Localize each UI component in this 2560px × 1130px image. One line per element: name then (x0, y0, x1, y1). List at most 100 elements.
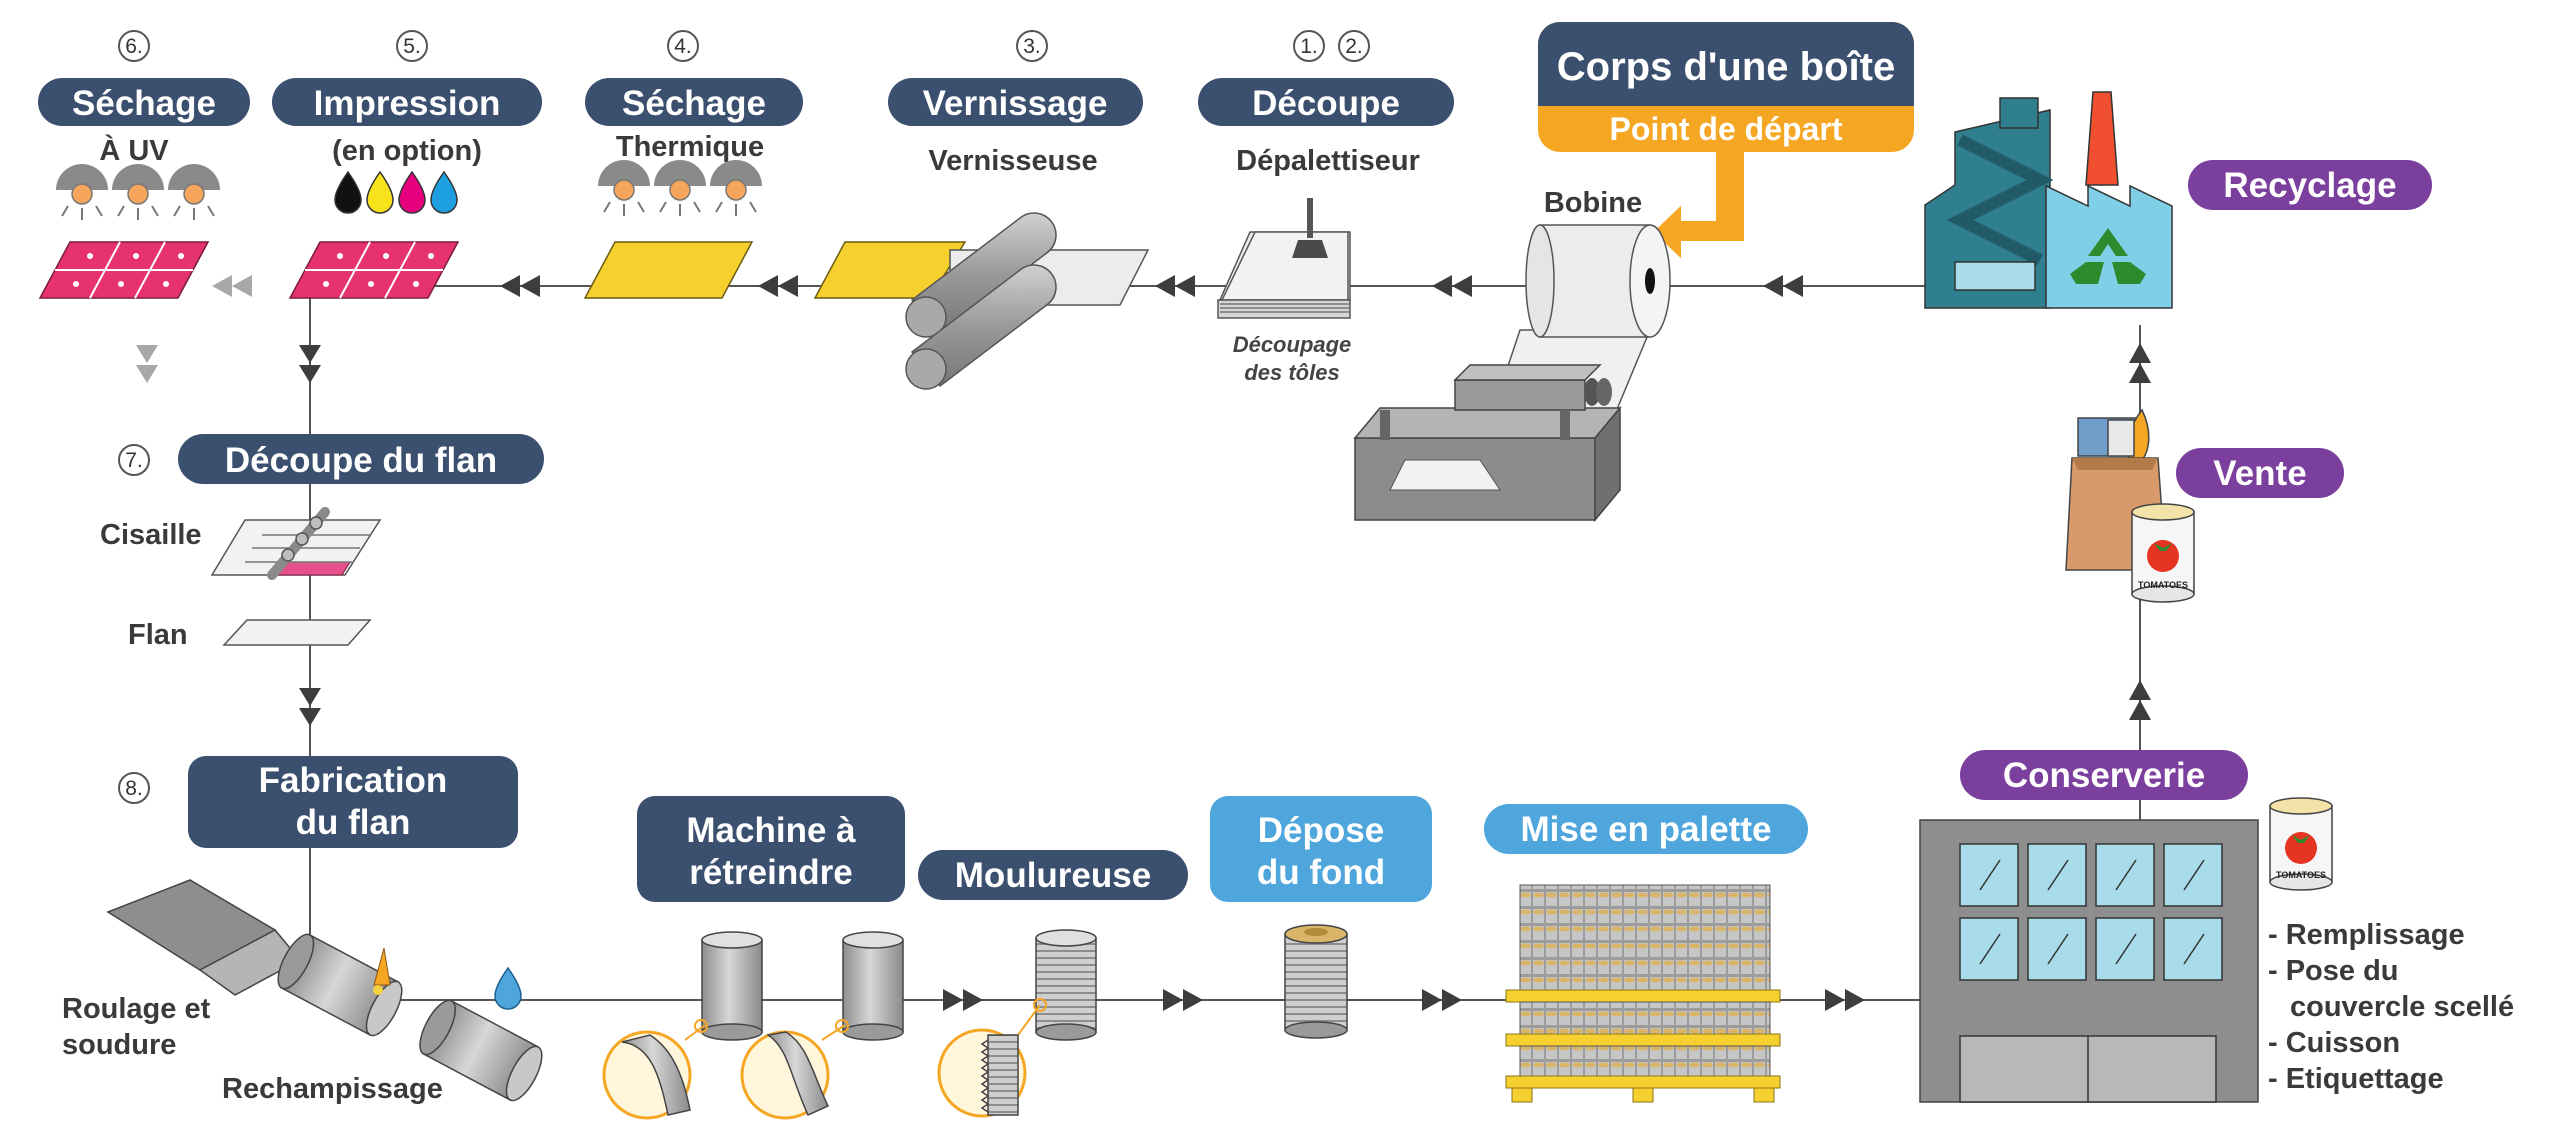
pallet-of-cans (1505, 884, 1781, 1103)
pill-label-line2: du flan (296, 803, 411, 842)
start-box: Corps d'une boîte Point de départ (1538, 22, 1914, 259)
arrow-icon (1825, 989, 1865, 1011)
pill-label-line2: du fond (1257, 853, 1385, 892)
pill-label: Vente (2213, 454, 2306, 493)
task-pose: - Pose du (2268, 955, 2399, 987)
pill-fabrication-du-flan: Fabrication du flan (188, 756, 518, 848)
arrow-icon (1432, 275, 1472, 297)
label-rechampissage: Rechampissage (222, 1073, 443, 1105)
step-number-6: 6. (125, 35, 143, 58)
arrow-icon (212, 275, 252, 297)
pill-label: Vernissage (923, 84, 1108, 123)
ink-drop-icon (334, 170, 362, 214)
coil-and-press (1353, 224, 1671, 523)
necking-can-1 (701, 931, 763, 1041)
task-couvercle: couvercle scellé (2290, 991, 2514, 1023)
arrow-icon (299, 345, 321, 383)
flow-arrows (136, 275, 2151, 1011)
arrow-icon (1163, 989, 1203, 1011)
arrow-icon (758, 275, 798, 297)
tomato-icon (2285, 832, 2317, 864)
pill-decoupe-du-flan: Découpe du flan (178, 434, 544, 484)
label-flan: Flan (128, 619, 188, 651)
step-number-3: 3. (1023, 35, 1041, 58)
varnished-sheet-thermique (583, 241, 754, 299)
water-drop-icon (494, 966, 522, 1010)
step-number-1: 1. (1300, 35, 1318, 58)
pill-label: Impression (314, 84, 501, 123)
uv-lamp-icon (168, 164, 220, 220)
flan-sheet (222, 619, 372, 646)
detail-zoom-1 (602, 1019, 708, 1120)
uv-lamps (56, 164, 220, 220)
pill-label: Recyclage (2223, 166, 2396, 205)
arrow-icon (299, 688, 321, 726)
ink-drop-icon (398, 170, 426, 214)
can-label: TOMATOES (2276, 870, 2326, 880)
arrow-icon (500, 275, 540, 297)
label-thermique: Thermique (616, 131, 764, 163)
label-bobine: Bobine (1544, 187, 1642, 219)
varnishing-machine (813, 212, 1150, 390)
uv-lamp-icon (112, 164, 164, 220)
note-decoupage: Découpage (1233, 332, 1352, 357)
pill-label: Découpe (1252, 84, 1400, 123)
pill-sechage-uv: Séchage (38, 78, 250, 126)
pill-impression: Impression (272, 78, 542, 126)
pill-label: Moulureuse (955, 856, 1151, 895)
heat-lamp-icon (710, 160, 762, 216)
pill-label: Conserverie (2003, 756, 2205, 795)
task-cuisson: - Cuisson (2268, 1027, 2400, 1059)
uv-lamp-icon (56, 164, 108, 220)
step-number-2: 2. (1345, 35, 1363, 58)
label-vernisseuse: Vernisseuse (928, 145, 1097, 177)
pill-label-line2: rétreindre (689, 853, 852, 892)
ink-drop-icon (430, 170, 458, 214)
recycle-icon (2070, 228, 2146, 284)
arrow-icon (1422, 989, 1462, 1011)
note-des-toles: des tôles (1244, 360, 1339, 385)
arrow-icon (1155, 275, 1195, 297)
pill-sechage-thermique: Séchage (585, 78, 803, 126)
step-number-7: 7. (125, 449, 143, 472)
heat-lamp-icon (598, 160, 650, 216)
label-depalettiseur: Dépalettiseur (1236, 145, 1420, 177)
pill-moulureuse: Moulureuse (918, 850, 1188, 900)
rechampissage-machine (419, 966, 543, 1102)
can-label: TOMATOES (2138, 580, 2188, 590)
arrow-icon (2129, 680, 2151, 720)
detail-zoom-3 (937, 998, 1047, 1118)
pill-label-line1: Dépose (1258, 811, 1384, 850)
pill-vernissage: Vernissage (888, 78, 1143, 126)
necking-can-2 (842, 931, 904, 1041)
pill-label: Séchage (622, 84, 766, 123)
tomato-can-vente: TOMATOES (2131, 503, 2195, 603)
arrow-icon (136, 345, 158, 383)
tomato-can-conserverie: TOMATOES (2269, 797, 2333, 891)
printed-sheet-uv (38, 241, 210, 299)
beaded-can (1035, 929, 1097, 1041)
pill-mise-en-palette: Mise en palette (1484, 804, 1808, 854)
label-en-option: (en option) (332, 135, 482, 167)
step-number-8: 8. (125, 777, 143, 800)
label-roulage: Roulage et (62, 993, 211, 1025)
step-numbers (118, 30, 1370, 804)
ink-drops (334, 170, 458, 214)
pill-label: Découpe du flan (225, 441, 497, 480)
bottomed-can (1284, 924, 1348, 1039)
detail-zoom-2 (740, 1019, 849, 1120)
label-a-uv: À UV (99, 133, 169, 167)
pill-label: Mise en palette (1521, 810, 1772, 849)
thermal-lamps (598, 160, 762, 216)
pill-depose-du-fond: Dépose du fond (1210, 796, 1432, 902)
step-number-4: 4. (674, 35, 692, 58)
arrow-icon (943, 989, 983, 1011)
recycling-factory (1924, 91, 2173, 309)
pill-label: Séchage (72, 84, 216, 123)
start-arrow-icon (1653, 151, 1744, 259)
tomato-icon (2147, 540, 2179, 572)
pill-recyclage: Recyclage (2188, 160, 2432, 210)
arrow-icon (1763, 275, 1803, 297)
printed-sheet (288, 241, 460, 299)
heat-lamp-icon (654, 160, 706, 216)
